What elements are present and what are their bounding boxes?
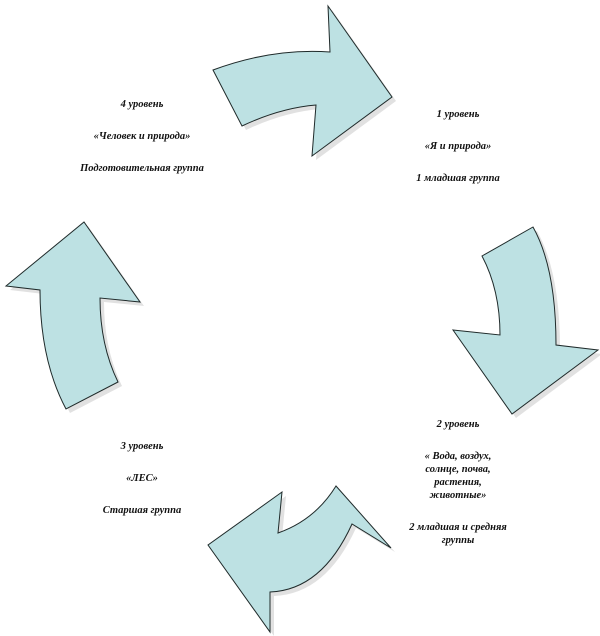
level-1-name: «Я и природа» xyxy=(424,141,492,152)
level-4-title: 4 уровень xyxy=(120,99,164,110)
level-2-block: 2 уровень « Вода, воздух, солнце, почва,… xyxy=(388,418,528,547)
arrow-left xyxy=(4,221,142,410)
level-1-block: 1 уровень «Я и природа» 1 младшая группа xyxy=(388,108,528,185)
level-2-title: 2 уровень xyxy=(436,419,480,430)
level-2-group: 2 младшая и средняя группы xyxy=(409,522,507,546)
level-4-name: «Человек и природа» xyxy=(93,131,191,142)
level-1-title: 1 уровень xyxy=(436,109,480,120)
level-3-block: 3 уровень «ЛЕС» Старшая группа xyxy=(72,440,212,517)
level-3-group: Старшая группа xyxy=(102,505,182,516)
level-4-group: Подготовительная группа xyxy=(80,163,204,174)
arrow-bottom xyxy=(207,485,392,634)
level-1-group: 1 младшая группа xyxy=(416,173,500,184)
level-4-block: 4 уровень «Человек и природа» Подготовит… xyxy=(72,98,212,175)
arrow-top xyxy=(212,4,393,158)
level-2-name: « Вода, воздух, солнце, почва, растения,… xyxy=(424,451,492,501)
arrow-right xyxy=(451,226,600,415)
level-3-title: 3 уровень xyxy=(120,441,164,452)
level-3-name: «ЛЕС» xyxy=(126,473,158,484)
